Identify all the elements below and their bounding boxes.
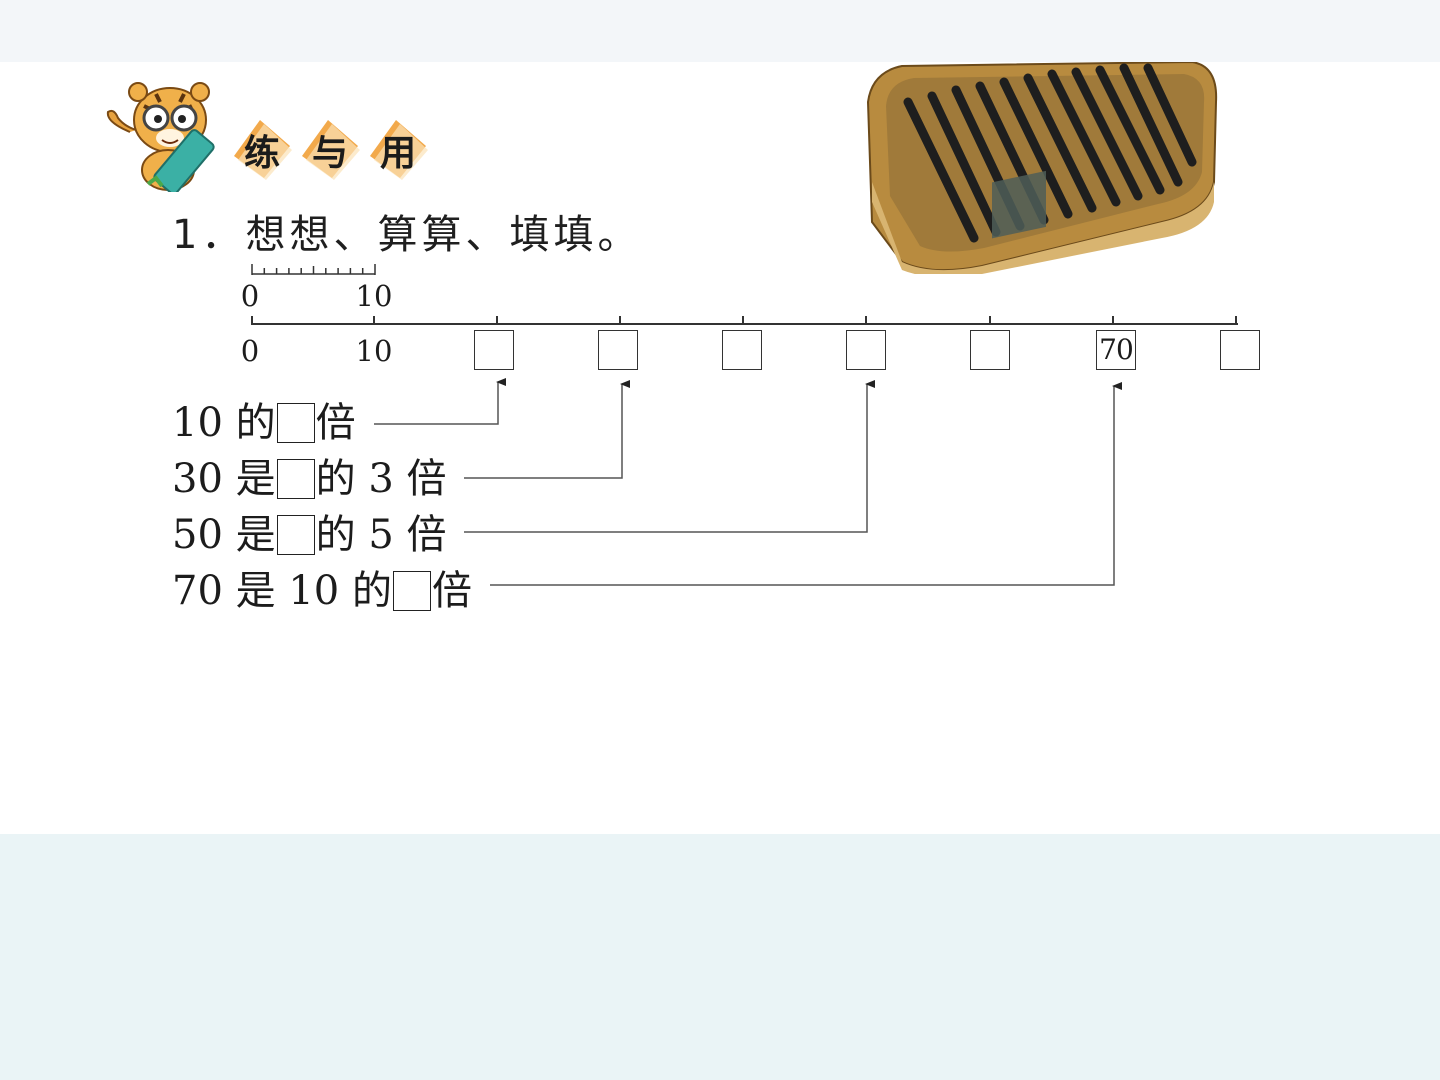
statement-text: 倍 <box>315 400 356 446</box>
statement-1: 10 的 倍 <box>172 398 356 448</box>
number-line-box-4[interactable] <box>846 330 886 370</box>
ruler-label-start: 0 <box>240 279 260 313</box>
badge-char: 用 <box>379 133 416 174</box>
number-line-label-10: 10 <box>355 334 393 368</box>
answer-box[interactable] <box>276 515 315 555</box>
abacus-image <box>866 62 1218 274</box>
statement-text: 倍 <box>431 568 472 614</box>
badge-char: 练 <box>243 133 280 174</box>
section-badge-2: 与 <box>298 116 362 180</box>
number-line-box-70: 70 <box>1096 330 1136 370</box>
number-line-box-5[interactable] <box>970 330 1010 370</box>
statement-text: 70 是 10 的 <box>172 568 392 614</box>
top-band <box>0 0 1440 62</box>
number-line-box-3[interactable] <box>722 330 762 370</box>
number-line-box-7[interactable] <box>1220 330 1260 370</box>
statement-text: 的 3 倍 <box>315 456 447 502</box>
answer-box[interactable] <box>276 403 315 443</box>
badge-background-icon <box>234 120 292 180</box>
ruler-label-end: 10 <box>355 279 393 313</box>
statement-text: 30 是 <box>172 456 276 502</box>
number-line-label-0: 0 <box>240 334 260 368</box>
statement-text: 50 是 <box>172 512 276 558</box>
exercise-title: 1．想想、算算、填填。 <box>172 212 642 258</box>
badge-char: 与 <box>311 133 348 174</box>
statement-text: 10 的 <box>172 400 276 446</box>
badge-background-icon <box>370 120 428 180</box>
section-badge-1: 练 <box>230 116 294 180</box>
answer-box[interactable] <box>276 459 315 499</box>
statement-3: 50 是 的 5 倍 <box>172 510 447 560</box>
bottom-band <box>0 834 1440 1080</box>
statement-2: 30 是 的 3 倍 <box>172 454 447 504</box>
badge-background-icon <box>302 120 360 180</box>
answer-box[interactable] <box>392 571 431 611</box>
number-line-box-2[interactable] <box>598 330 638 370</box>
section-badge-3: 用 <box>366 116 430 180</box>
statement-4: 70 是 10 的 倍 <box>172 566 472 616</box>
tiger-mascot-icon <box>106 82 215 192</box>
number-line-box-1[interactable] <box>474 330 514 370</box>
statement-text: 的 5 倍 <box>315 512 447 558</box>
